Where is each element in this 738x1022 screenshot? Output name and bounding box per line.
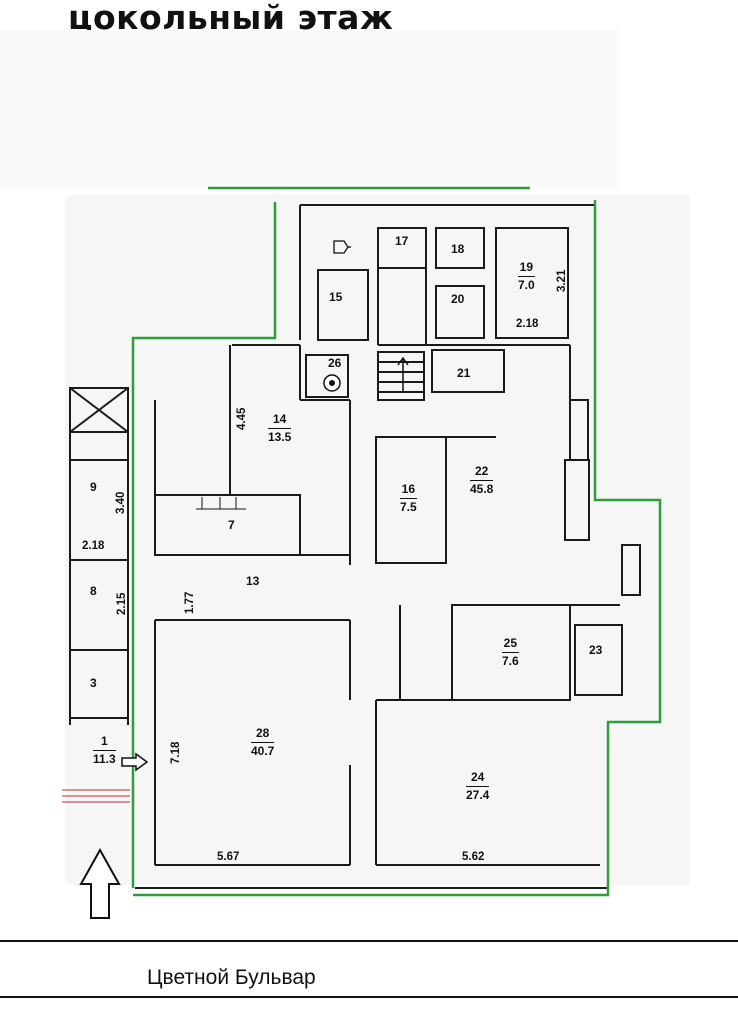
dim-2-18-left: 2.18 — [82, 540, 105, 552]
stair-icon — [397, 356, 409, 393]
street-bottom-line — [0, 996, 738, 998]
room-13: 13 — [246, 574, 260, 588]
dim-1-77: 1.77 — [184, 591, 196, 614]
dim-4-45: 4.45 — [236, 407, 248, 430]
room-20: 20 — [451, 292, 465, 306]
sink-icon — [333, 240, 351, 254]
dim-3-40: 3.40 — [115, 491, 127, 514]
dim-2-18-right: 2.18 — [516, 318, 539, 330]
room-15: 15 — [329, 290, 343, 304]
room-17: 17 — [395, 234, 409, 248]
room-9: 9 — [90, 480, 97, 494]
room-21: 21 — [457, 366, 471, 380]
street-top-line — [0, 940, 738, 942]
room-3: 3 — [90, 676, 97, 690]
dim-5-67: 5.67 — [217, 851, 240, 863]
room-7: 7 — [228, 518, 235, 532]
room-8: 8 — [90, 584, 97, 598]
entrance-arrow-icon — [121, 752, 149, 772]
dim-5-62: 5.62 — [462, 851, 485, 863]
room-26: 26 — [328, 356, 342, 370]
room-18: 18 — [451, 242, 465, 256]
toilet-icon — [323, 374, 341, 392]
fixture-icon — [196, 497, 246, 510]
dim-3-21: 3.21 — [556, 269, 568, 292]
dim-7-18: 7.18 — [170, 741, 182, 764]
room-23: 23 — [589, 643, 603, 657]
street-name: Цветной Бульвар — [147, 966, 316, 989]
street-arrow-icon — [79, 848, 121, 919]
floor-plan — [62, 186, 662, 897]
dim-2-15: 2.15 — [116, 592, 128, 615]
